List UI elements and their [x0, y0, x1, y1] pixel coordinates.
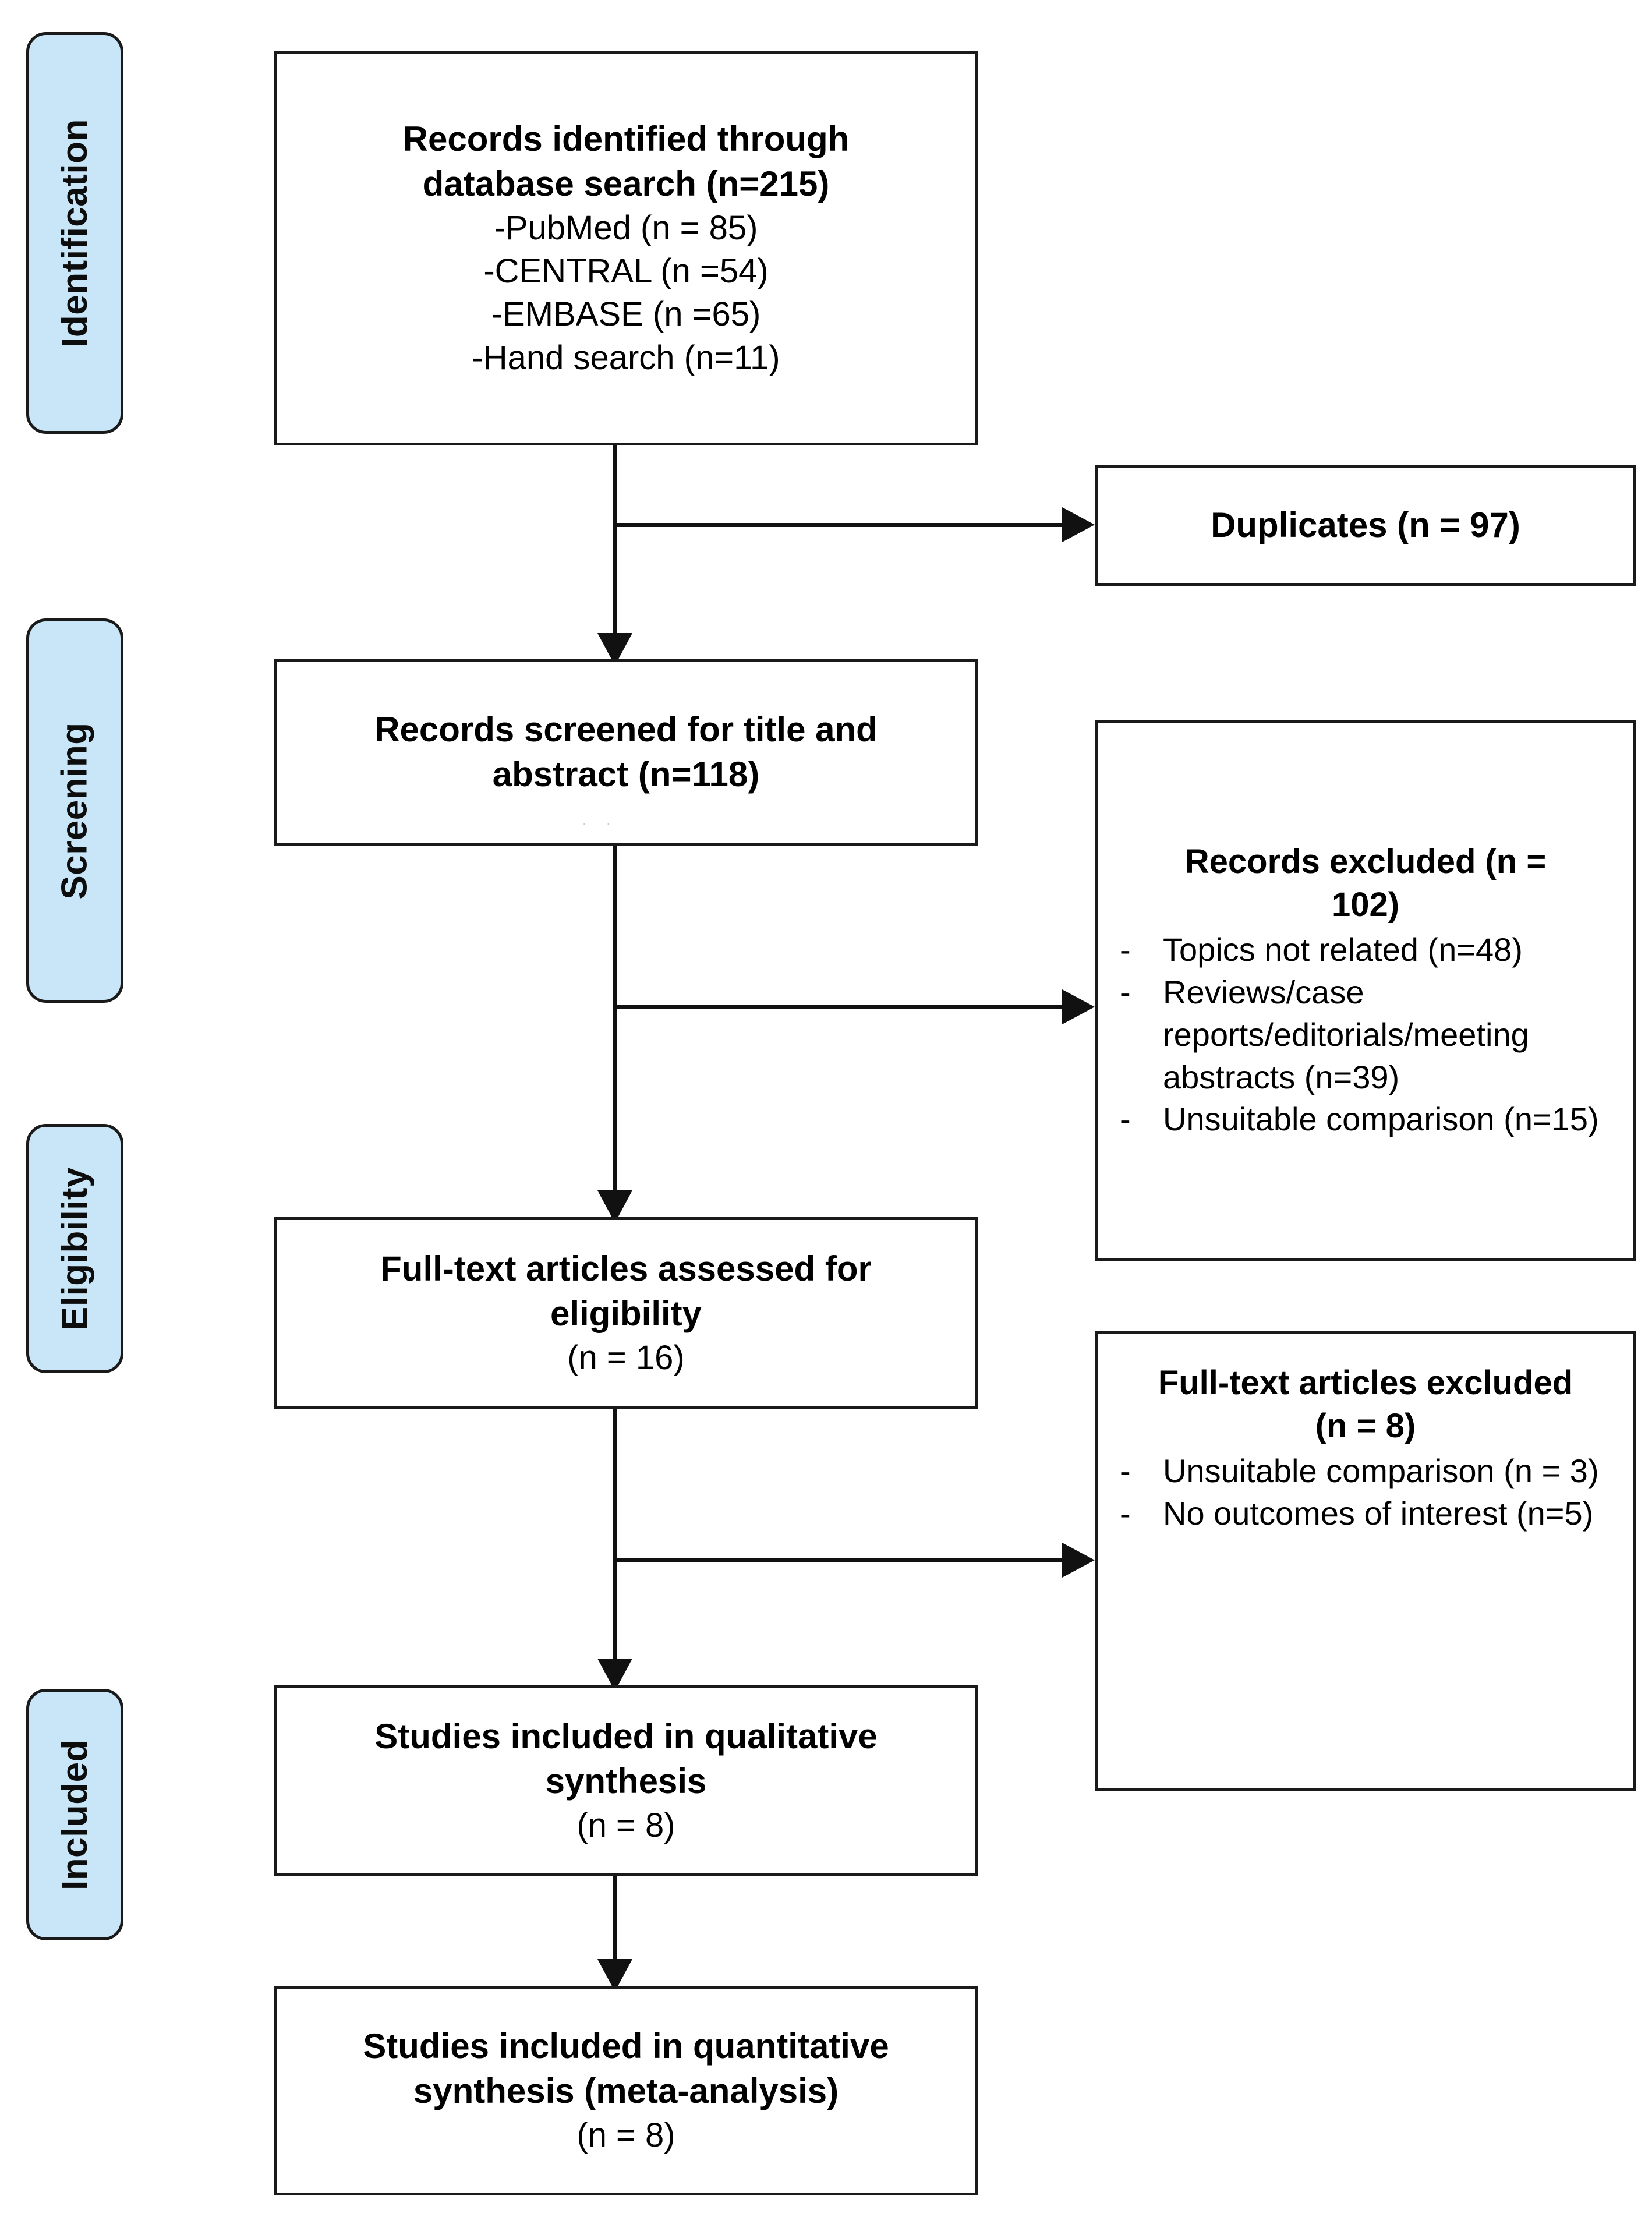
- fulltext-assessed-line1: Full-text articles assessed for: [380, 1249, 872, 1289]
- stage-label-eligibility: Eligibility: [55, 1166, 95, 1331]
- records-identified-source-central: -CENTRAL (n =54): [483, 252, 769, 291]
- fulltext-excluded-reason: - Unsuitable comparison (n = 3): [1109, 1450, 1622, 1493]
- fulltext-excluded-reason-text: Unsuitable comparison (n = 3): [1163, 1452, 1599, 1490]
- connector-qualitative-to-quantitative: [613, 1876, 617, 1959]
- fulltext-excluded-reason-text: No outcomes of interest (n=5): [1163, 1495, 1594, 1532]
- box-quantitative-synthesis: Studies included in quantitative synthes…: [274, 1986, 978, 2195]
- quantitative-line2: synthesis (meta-analysis): [413, 2071, 839, 2110]
- records-identified-heading-line2: database search (n=215): [422, 164, 830, 204]
- fulltext-assessed-line3: (n = 16): [567, 1338, 685, 1377]
- bullet-dash: -: [1120, 1101, 1131, 1138]
- bullet-dash: -: [1120, 1495, 1131, 1532]
- bullet-dash: -: [1120, 1452, 1131, 1490]
- records-excluded-reason: - Unsuitable comparison (n=15): [1109, 1098, 1622, 1141]
- qualitative-line2: synthesis: [545, 1761, 707, 1801]
- stage-label-identification: Identification: [55, 118, 95, 348]
- stage-pill-identification: Identification: [26, 32, 123, 434]
- connector-fulltext-to-fulltext-excluded: [613, 1558, 1062, 1562]
- qualitative-line1: Studies included in qualitative: [374, 1717, 878, 1756]
- stage-label-screening: Screening: [55, 722, 95, 900]
- connector-fulltext-to-qualitative: [613, 1409, 617, 1659]
- stage-pill-eligibility: Eligibility: [26, 1124, 123, 1373]
- qualitative-line3: (n = 8): [576, 1806, 675, 1844]
- fulltext-excluded-heading-line1: Full-text articles excluded: [1158, 1364, 1573, 1402]
- quantitative-line1: Studies included in quantitative: [363, 2027, 889, 2066]
- records-excluded-heading-line1: Records excluded (n =: [1184, 842, 1547, 881]
- box-records-screened: Records screened for title and abstract …: [274, 659, 978, 846]
- box-fulltext-excluded: Full-text articles excluded (n = 8) - Un…: [1095, 1331, 1636, 1791]
- stage-label-included: Included: [55, 1739, 95, 1890]
- records-excluded-reason-text: Reviews/case reports/editorials/meeting …: [1163, 974, 1529, 1095]
- connector-screened-to-records-excluded: [613, 1005, 1062, 1009]
- scan-artifact: ..: [582, 811, 631, 828]
- connector-identified-to-duplicates: [613, 523, 1062, 527]
- records-identified-source-hand-search: -Hand search (n=11): [472, 338, 780, 377]
- fulltext-excluded-reason: - No outcomes of interest (n=5): [1109, 1493, 1622, 1535]
- arrowhead-fulltext-excluded: [1062, 1543, 1095, 1578]
- records-excluded-reason-text: Unsuitable comparison (n=15): [1163, 1101, 1599, 1138]
- records-excluded-heading-line2: 102): [1331, 886, 1400, 924]
- fulltext-excluded-heading-line2: (n = 8): [1315, 1407, 1416, 1445]
- box-fulltext-assessed: Full-text articles assessed for eligibil…: [274, 1217, 978, 1409]
- bullet-dash: -: [1120, 974, 1131, 1011]
- connector-screened-to-fulltext: [613, 846, 617, 1190]
- records-screened-line2: abstract (n=118): [492, 755, 760, 794]
- records-identified-heading-line1: Records identified through: [402, 119, 850, 159]
- box-records-excluded: Records excluded (n = 102) - Topics not …: [1095, 720, 1636, 1261]
- records-excluded-reason-text: Topics not related (n=48): [1163, 931, 1523, 968]
- box-qualitative-synthesis: Studies included in qualitative synthesi…: [274, 1685, 978, 1876]
- arrowhead-records-excluded: [1062, 989, 1095, 1024]
- stage-pill-included: Included: [26, 1689, 123, 1940]
- stage-pill-screening: Screening: [26, 618, 123, 1003]
- records-screened-line1: Records screened for title and: [374, 710, 878, 749]
- records-identified-source-embase: -EMBASE (n =65): [491, 295, 761, 334]
- connector-identified-to-screened: [613, 445, 617, 633]
- box-records-identified: Records identified through database sear…: [274, 51, 978, 445]
- quantitative-line3: (n = 8): [576, 2116, 675, 2154]
- bullet-dash: -: [1120, 931, 1131, 968]
- fulltext-assessed-line2: eligibility: [550, 1293, 702, 1333]
- records-identified-source-pubmed: -PubMed (n = 85): [494, 208, 758, 247]
- records-excluded-reason: - Reviews/case reports/editorials/meetin…: [1109, 971, 1622, 1098]
- records-excluded-reason: - Topics not related (n=48): [1109, 929, 1622, 971]
- box-duplicates: Duplicates (n = 97): [1095, 465, 1636, 586]
- arrowhead-duplicates: [1062, 507, 1095, 542]
- duplicates-label: Duplicates (n = 97): [1211, 505, 1520, 544]
